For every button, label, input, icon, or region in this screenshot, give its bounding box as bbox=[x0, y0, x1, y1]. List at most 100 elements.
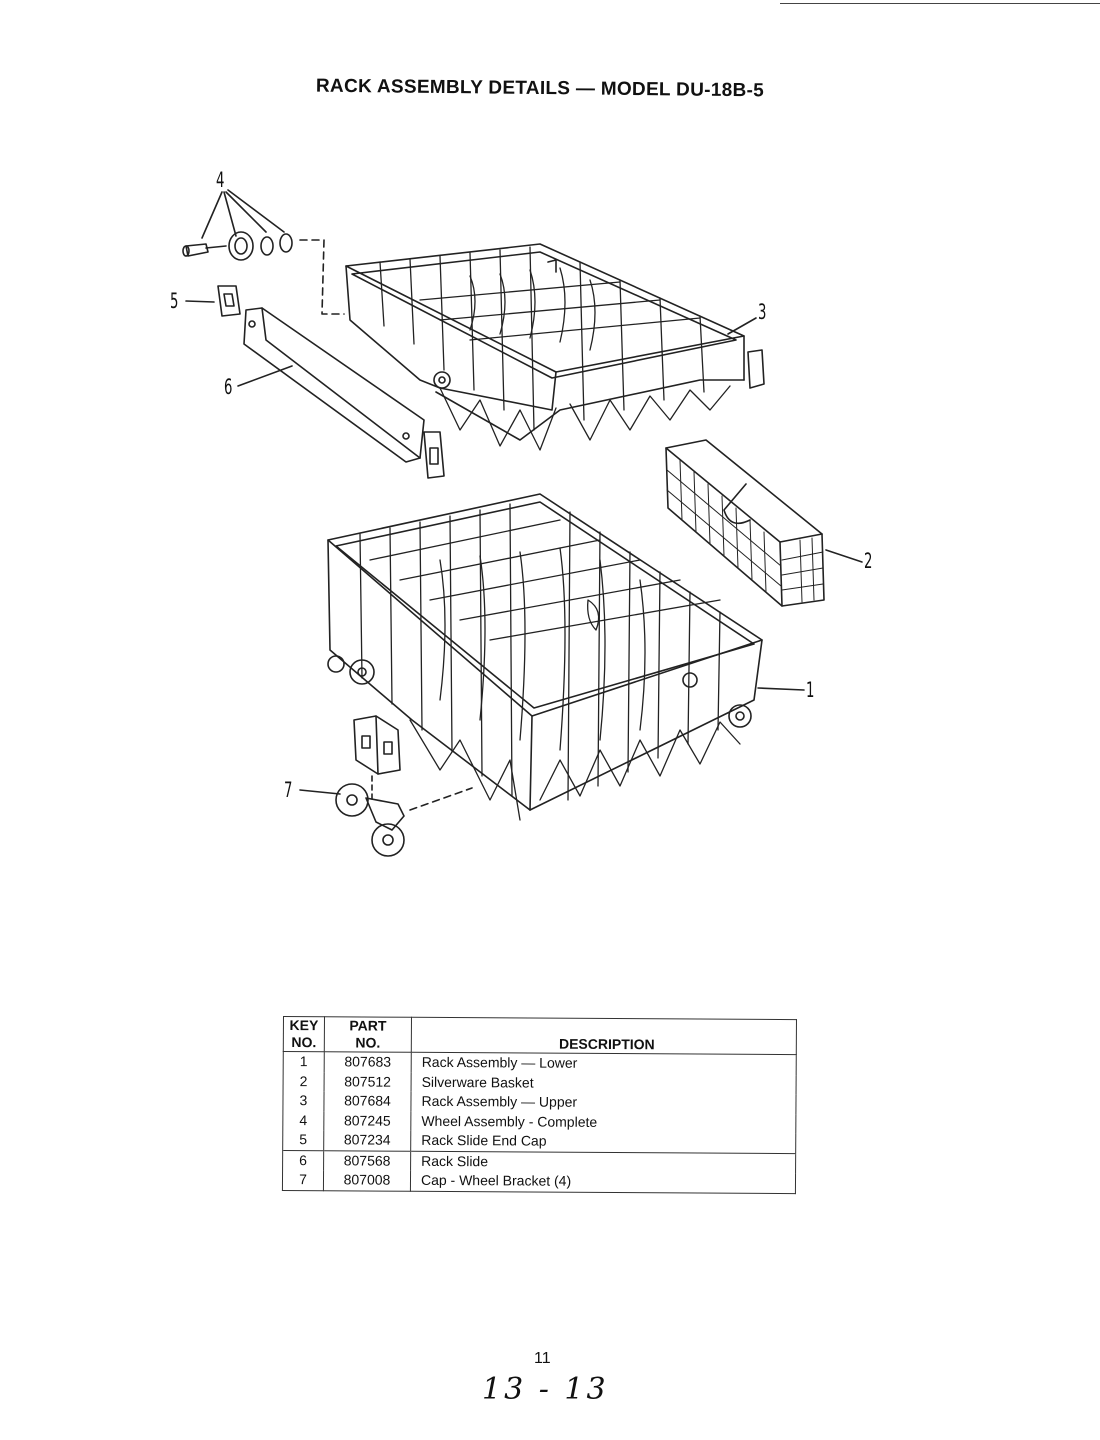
key-cell: 2 bbox=[283, 1071, 325, 1092]
washer-1 bbox=[260, 236, 274, 256]
key-cell: 5 bbox=[282, 1130, 324, 1151]
axle-pin bbox=[185, 243, 209, 257]
page-number: 11 bbox=[534, 1350, 551, 1367]
callout-1: 1 bbox=[806, 678, 815, 702]
description-cell: Rack Assembly — Lower bbox=[411, 1052, 797, 1075]
lower-rack-left-side bbox=[327, 539, 531, 811]
leader-line-7 bbox=[299, 789, 341, 795]
upper-rack-wheel-left-hub bbox=[438, 376, 446, 384]
slide-end-slot bbox=[429, 447, 439, 465]
bracket-cap-edge bbox=[375, 715, 379, 775]
upper-rack-clip bbox=[547, 259, 557, 273]
key-cell: 1 bbox=[283, 1051, 325, 1072]
lower-rack-wheel-mid bbox=[682, 672, 698, 688]
lower-rack-wheel-left bbox=[349, 659, 375, 685]
upper-rack-part bbox=[345, 243, 765, 451]
callout-2: 2 bbox=[864, 549, 873, 573]
callout-7: 7 bbox=[284, 778, 293, 802]
basket-handle bbox=[723, 483, 751, 525]
small-wheel-hub bbox=[234, 237, 248, 255]
bracket-wheel-1 bbox=[335, 783, 369, 817]
lower-rack-wheel-right-hub bbox=[735, 711, 745, 721]
description-cell: Rack Assembly — Upper bbox=[410, 1091, 797, 1114]
lower-rack-wheel-right bbox=[728, 704, 752, 728]
callout-6: 6 bbox=[224, 375, 233, 399]
bracket-cap-slot-2 bbox=[383, 741, 393, 755]
slide-rail bbox=[243, 307, 425, 463]
upper-rack-inner-rim bbox=[351, 251, 737, 379]
bracket-cap-slot-1 bbox=[361, 735, 371, 749]
lower-rack-wheel-back bbox=[327, 655, 345, 673]
lower-rack-wires bbox=[359, 503, 741, 821]
part-cell: 807008 bbox=[323, 1170, 411, 1191]
upper-rack-wires bbox=[379, 246, 731, 451]
table-row: 5 807234 Rack Slide End Cap bbox=[282, 1130, 796, 1154]
bracket-wheel-2-hub bbox=[382, 834, 394, 846]
leader-line-6 bbox=[237, 365, 293, 387]
description-cell: Silverware Basket bbox=[411, 1072, 797, 1095]
part-cell: 807684 bbox=[323, 1091, 412, 1112]
leader-line-4a bbox=[201, 191, 223, 239]
bracket-wheel-1-hub bbox=[346, 794, 358, 806]
upper-rack-front-bottom bbox=[439, 371, 557, 411]
lower-rack-part bbox=[327, 493, 805, 821]
lower-rack-front-right-bottom bbox=[529, 639, 763, 811]
lower-rack-wheel-left-hub bbox=[357, 667, 367, 677]
silverware-basket-part bbox=[665, 439, 863, 607]
leader-line-1 bbox=[757, 687, 805, 691]
rack-slide-part bbox=[237, 307, 445, 479]
assembly-dashed-line-7b bbox=[409, 787, 473, 811]
key-cell: 6 bbox=[282, 1150, 324, 1171]
rack-slide-end-cap-part bbox=[185, 285, 241, 317]
bracket-body bbox=[365, 797, 405, 831]
axle-pin-end bbox=[182, 245, 190, 257]
leader-line-4c bbox=[225, 191, 267, 233]
basket-right-side bbox=[781, 533, 825, 607]
description-cell: Cap - Wheel Bracket (4) bbox=[410, 1170, 796, 1194]
table-row: 3 807684 Rack Assembly — Upper bbox=[282, 1091, 797, 1114]
upper-rack-left-side bbox=[345, 265, 441, 389]
lower-rack-front-corner bbox=[529, 715, 533, 811]
callout-5: 5 bbox=[170, 289, 179, 313]
upper-rack-top-rim bbox=[345, 243, 745, 373]
leader-line-4d bbox=[227, 189, 285, 233]
description-cell: Rack Slide End Cap bbox=[410, 1130, 796, 1154]
small-wheel bbox=[228, 231, 254, 261]
header-description: DESCRIPTION bbox=[411, 1017, 797, 1055]
key-cell: 3 bbox=[282, 1091, 325, 1111]
part-cell: 807245 bbox=[323, 1110, 411, 1131]
bracket-wheel-2 bbox=[371, 823, 405, 857]
slide-hole-1 bbox=[248, 320, 256, 328]
key-cell: 7 bbox=[282, 1170, 324, 1191]
callout-3: 3 bbox=[758, 300, 767, 324]
top-rule bbox=[780, 3, 1100, 4]
key-cell: 4 bbox=[282, 1110, 324, 1131]
wheel-assembly-part bbox=[182, 189, 345, 315]
callout-4: 4 bbox=[216, 168, 225, 192]
table-row: 1 807683 Rack Assembly — Lower bbox=[283, 1051, 797, 1075]
slide-hole-2 bbox=[402, 432, 410, 440]
part-cell: 807683 bbox=[324, 1051, 412, 1073]
slide-rail-edge bbox=[261, 307, 421, 459]
leader-line-3 bbox=[727, 317, 757, 335]
upper-rack-bottom-edge bbox=[435, 379, 745, 441]
leader-line-2 bbox=[825, 549, 863, 563]
upper-rack-right-cap bbox=[747, 349, 765, 389]
lower-rack-inner-rim bbox=[335, 501, 755, 709]
upper-rack-wheel-left bbox=[433, 371, 451, 389]
leader-line-5 bbox=[185, 300, 215, 303]
description-cell: Wheel Assembly - Complete bbox=[410, 1111, 796, 1134]
description-cell: Rack Slide bbox=[410, 1150, 796, 1174]
part-cell: 807234 bbox=[323, 1130, 411, 1151]
part-cell: 807568 bbox=[323, 1150, 411, 1171]
basket-grid bbox=[666, 459, 824, 603]
rack-assembly-diagram bbox=[182, 189, 863, 857]
table-row: 7 807008 Cap - Wheel Bracket (4) bbox=[282, 1170, 796, 1194]
slide-end-block bbox=[423, 431, 445, 479]
part-cell: 807512 bbox=[324, 1071, 412, 1092]
end-cap-slot bbox=[223, 293, 235, 307]
